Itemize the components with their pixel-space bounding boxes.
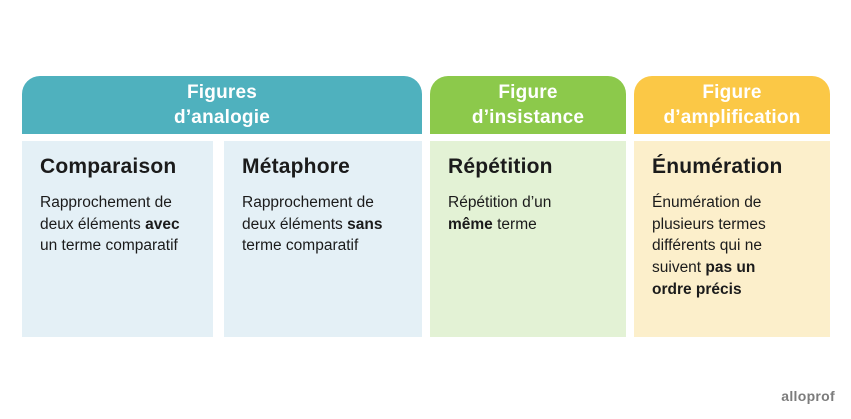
panel-metaphore: Métaphore Rapprochement de deux éléments…: [224, 141, 422, 337]
header-figures-analogie: Figures d’analogie: [22, 76, 422, 134]
header-figure-insistance-label: Figure d’insistance: [471, 81, 585, 128]
header-figure-amplification-label: Figure d’amplification: [663, 81, 801, 128]
header-figure-amplification: Figure d’amplification: [634, 76, 830, 134]
header-figure-insistance: Figure d’insistance: [430, 76, 626, 134]
panel-enumeration: Énumération Énumération de plusieurs ter…: [634, 141, 830, 337]
panel-enumeration-title: Énumération: [652, 155, 783, 178]
panel-repetition: Répétition Répétition d’un même terme: [430, 141, 626, 337]
header-figures-analogie-label: Figures d’analogie: [174, 81, 270, 128]
alloprof-logo: alloprof: [781, 388, 835, 404]
panel-comparaison-title: Comparaison: [40, 155, 177, 178]
panel-comparaison-description: Rapprochement de deux éléments avec un t…: [40, 194, 180, 255]
panel-repetition-title: Répétition: [448, 155, 553, 178]
panel-comparaison: Comparaison Rapprochement de deux élémen…: [22, 141, 213, 337]
panel-metaphore-title: Métaphore: [242, 155, 350, 178]
panel-enumeration-description: Énumération de plusieurs termes différen…: [652, 194, 766, 298]
panel-metaphore-description: Rapprochement de deux éléments sans term…: [242, 194, 383, 255]
panel-repetition-description: Répétition d’un même terme: [448, 194, 552, 233]
